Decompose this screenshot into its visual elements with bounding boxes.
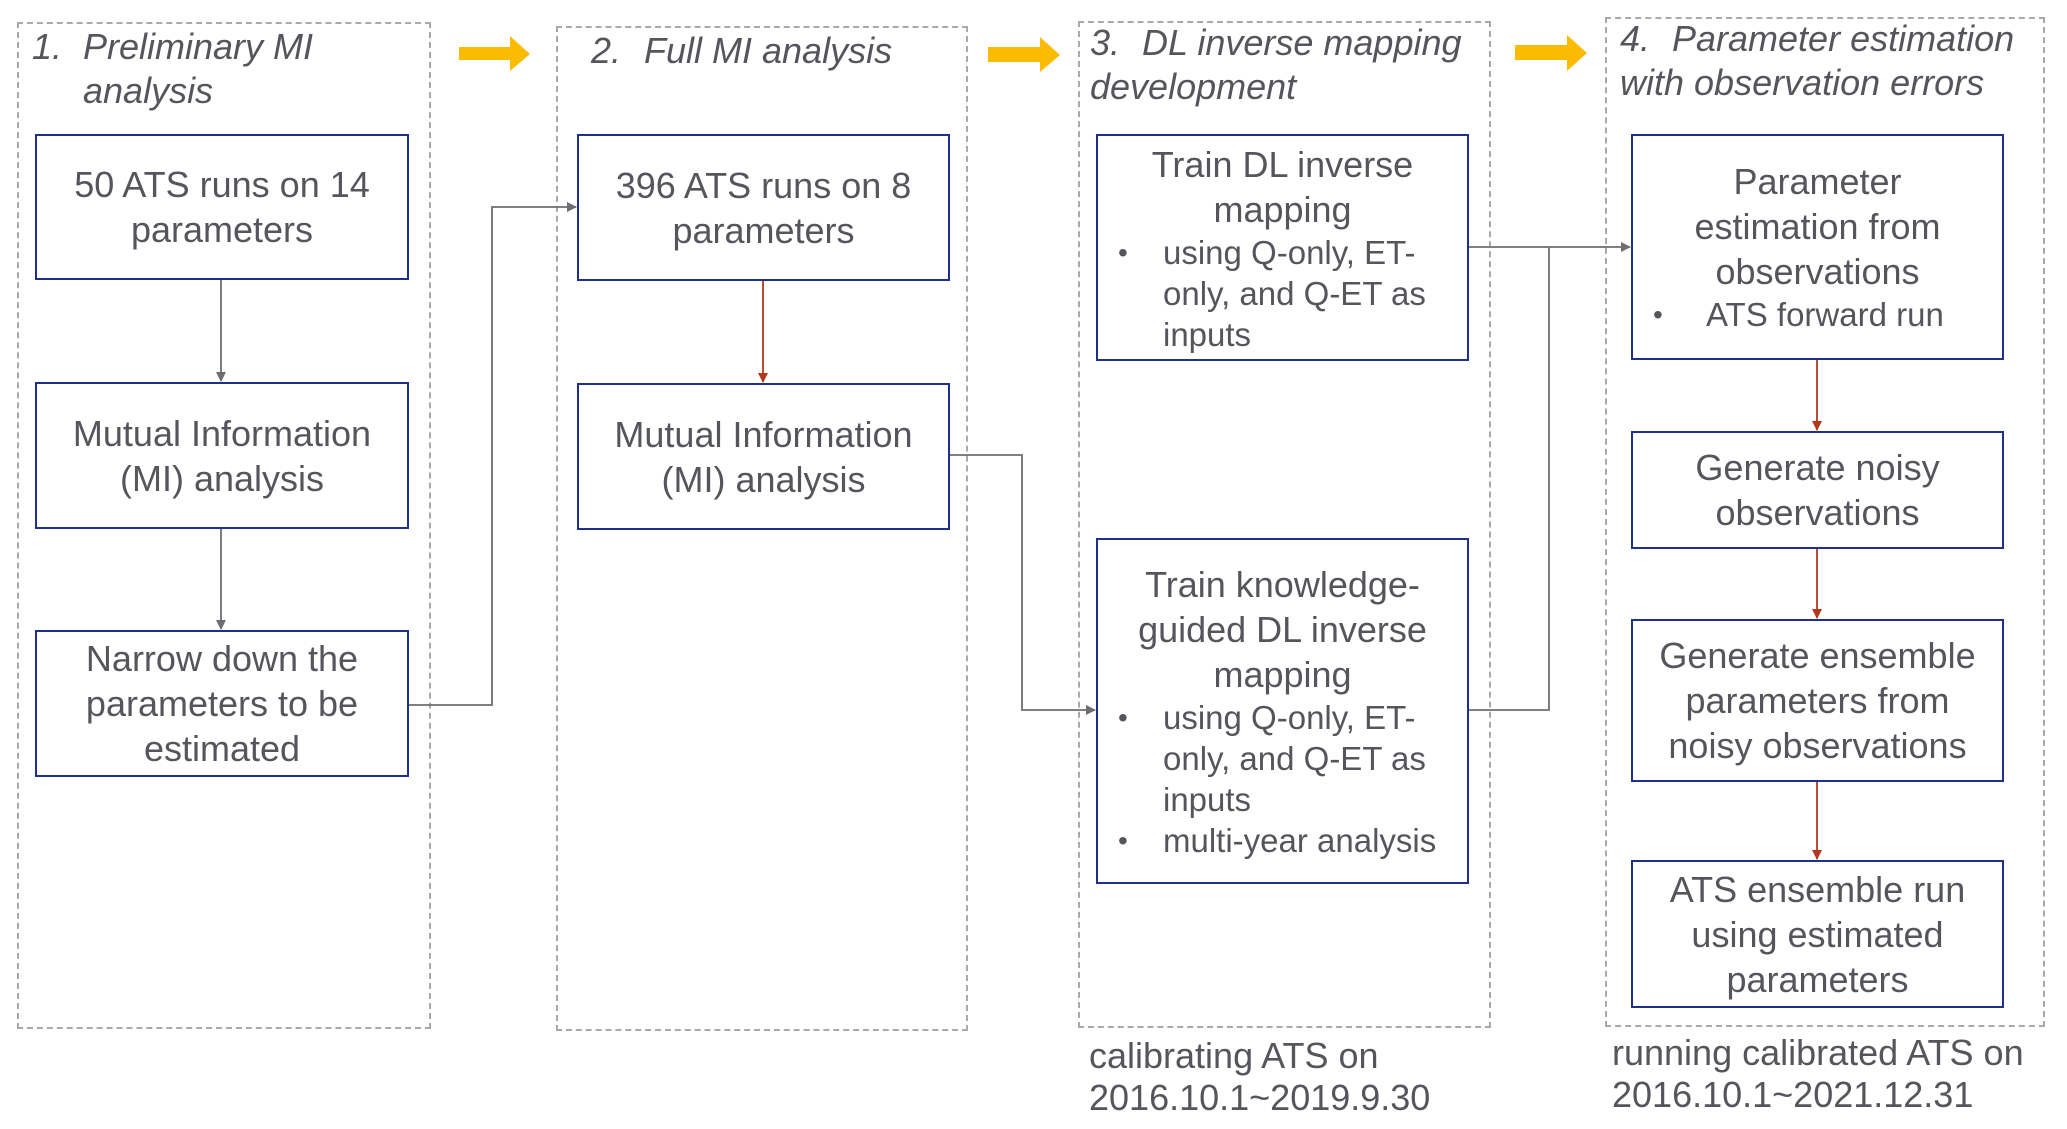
stage-arrow-3-to-4 bbox=[1515, 35, 1587, 71]
box-text: Train DL inverse mapping bbox=[1151, 144, 1414, 230]
box-generate-ensemble-parameters: Generate ensemble parameters from noisy … bbox=[1631, 619, 2004, 782]
stage-2-title: 2. Full MI analysis bbox=[591, 29, 892, 73]
stage-3-caption: calibrating ATS on 2016.10.1~2019.9.30 bbox=[1089, 1035, 1430, 1119]
caption-line-2: 2016.10.1~2019.9.30 bbox=[1089, 1077, 1431, 1118]
stage-3-number: 3. bbox=[1090, 22, 1121, 63]
stage-2-number: 2. bbox=[591, 30, 622, 71]
stage-arrow-1-to-2 bbox=[459, 36, 530, 71]
bullet-icon: • bbox=[1118, 825, 1128, 856]
box-mi-analysis-full: Mutual Information (MI) analysis bbox=[577, 383, 950, 530]
box-text: Parameter estimation from observations bbox=[1694, 161, 1941, 292]
box-mi-analysis-preliminary: Mutual Information (MI) analysis bbox=[35, 382, 409, 529]
box-generate-noisy-observations: Generate noisy observations bbox=[1631, 431, 2004, 549]
connector-narrow-to-396-runs bbox=[409, 202, 577, 706]
bullet-text: using Q-only, ET-only, and Q-ET as input… bbox=[1163, 699, 1426, 818]
bullet-list: • ATS forward run bbox=[1643, 294, 1992, 335]
stage-1-title-line-2: analysis bbox=[83, 70, 214, 111]
stage-4-title-line-2: with observation errors bbox=[1620, 62, 1985, 103]
box-parameter-estimation: Parameter estimation from observations •… bbox=[1631, 134, 2004, 360]
stage-4-caption: running calibrated ATS on 2016.10.1~2021… bbox=[1612, 1032, 2024, 1116]
connector-mi-to-knowledge-guided bbox=[950, 454, 1096, 715]
bullet-icon: • bbox=[1118, 237, 1128, 268]
stage-4-title: 4. Parameter estimation with observation… bbox=[1620, 17, 2014, 105]
stage-1-title-line-1: Preliminary MI bbox=[83, 26, 314, 67]
bullet-item: • using Q-only, ET-only, and Q-ET as inpu… bbox=[1108, 232, 1457, 355]
stage-arrow-2-to-3 bbox=[988, 37, 1060, 72]
box-text: Generate ensemble parameters from noisy … bbox=[1659, 635, 1976, 766]
box-train-knowledge-guided-dl: Train knowledge-guided DL inverse mappin… bbox=[1096, 538, 1469, 884]
stage-1-number: 1. bbox=[32, 26, 63, 67]
stage-3-title: 3. DL inverse mapping development bbox=[1090, 21, 1462, 109]
box-text: Narrow down the parameters to be estimat… bbox=[85, 638, 359, 769]
stage-2-title-line-1: Full MI analysis bbox=[644, 30, 893, 71]
box-train-dl-inverse-mapping: Train DL inverse mapping • using Q-only, … bbox=[1096, 134, 1469, 361]
bullet-item: • ATS forward run bbox=[1643, 294, 1992, 335]
bullet-list: • using Q-only, ET-only, and Q-ET as inpu… bbox=[1108, 697, 1457, 861]
bullet-text: ATS forward run bbox=[1706, 296, 1944, 333]
box-text: Generate noisy observations bbox=[1695, 447, 1940, 533]
box-ats-ensemble-run: ATS ensemble run using estimated paramet… bbox=[1631, 860, 2004, 1008]
bullet-text: multi-year analysis bbox=[1163, 822, 1437, 859]
stage-3-title-line-2: development bbox=[1090, 66, 1297, 107]
bullet-item: • multi-year analysis bbox=[1108, 820, 1457, 861]
stage-3-title-line-1: DL inverse mapping bbox=[1142, 22, 1462, 63]
box-50-ats-runs: 50 ATS runs on 14 parameters bbox=[35, 134, 409, 280]
box-text: 396 ATS runs on 8 parameters bbox=[615, 164, 912, 251]
box-text: ATS ensemble run using estimated paramet… bbox=[1669, 868, 1966, 1000]
box-text: Mutual Information (MI) analysis bbox=[614, 413, 913, 500]
caption-line-2: 2016.10.1~2021.12.31 bbox=[1612, 1074, 1974, 1115]
box-text: Mutual Information (MI) analysis bbox=[72, 412, 372, 499]
box-narrow-down-parameters: Narrow down the parameters to be estimat… bbox=[35, 630, 409, 777]
stage-4-title-line-1: Parameter estimation bbox=[1672, 18, 2015, 59]
box-396-ats-runs: 396 ATS runs on 8 parameters bbox=[577, 134, 950, 281]
bullet-icon: • bbox=[1118, 702, 1128, 733]
stage-1-title: 1. Preliminary MI analysis bbox=[32, 25, 313, 113]
caption-line-1: calibrating ATS on bbox=[1089, 1035, 1379, 1076]
bullet-icon: • bbox=[1653, 299, 1663, 330]
stage-4-panel bbox=[1605, 17, 2045, 1027]
bullet-item: • using Q-only, ET-only, and Q-ET as inpu… bbox=[1108, 697, 1457, 820]
stage-4-number: 4. bbox=[1620, 18, 1651, 59]
bullet-text: using Q-only, ET-only, and Q-ET as input… bbox=[1163, 234, 1426, 353]
box-text: 50 ATS runs on 14 parameters bbox=[74, 164, 370, 250]
caption-line-1: running calibrated ATS on bbox=[1612, 1032, 2024, 1073]
bullet-list: • using Q-only, ET-only, and Q-ET as inpu… bbox=[1108, 232, 1457, 355]
box-text: Train knowledge-guided DL inverse mappin… bbox=[1138, 564, 1427, 695]
